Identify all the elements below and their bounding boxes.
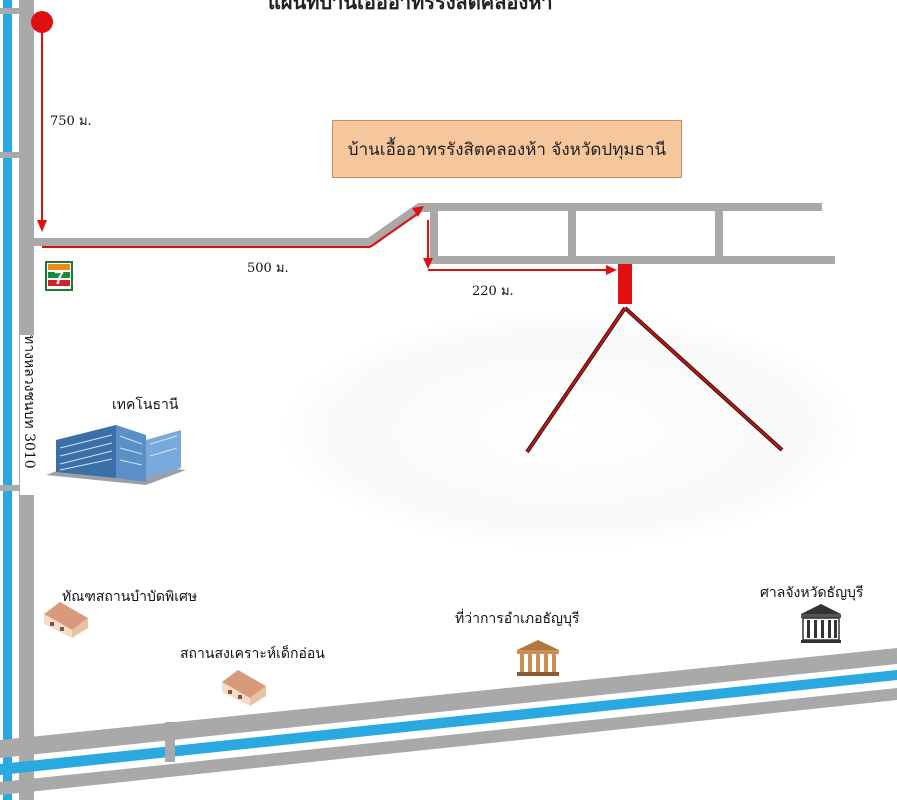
road-bottom-lower — [0, 688, 897, 795]
office-building-icon — [46, 425, 186, 485]
house-icon — [44, 602, 88, 638]
road-bottom — [0, 648, 897, 758]
project-road-top — [430, 203, 822, 211]
place-label-technopolis: เทคโนธานี — [112, 397, 179, 413]
seven-eleven-icon: 7 — [45, 261, 73, 291]
road-tick — [0, 8, 19, 14]
road-access — [34, 203, 436, 246]
map-title: แผนที่บ้านเอื้ออาทรรังสิตคลองห้า — [268, 0, 553, 14]
road-tick — [0, 152, 19, 158]
project-road-divider — [715, 203, 723, 264]
government-building-icon — [517, 640, 559, 676]
distance-label: 500 ม. — [247, 261, 289, 276]
place-label-child-shelter: สถานสงเคราะห์เด็กอ่อน — [180, 646, 325, 662]
route-arrowhead — [423, 258, 433, 269]
route-arrowhead — [37, 220, 47, 232]
canal-bottom — [0, 670, 897, 775]
svg-text:7: 7 — [54, 268, 64, 288]
route-arrowhead — [606, 265, 617, 275]
faded-area — [280, 310, 860, 550]
destination-marker-icon — [618, 264, 632, 304]
distance-label: 220 ม. — [472, 284, 514, 299]
place-label-welfare-home: ทัณฑสถานบำบัดพิเศษ — [62, 589, 198, 605]
place-label-district-office: ที่ว่าการอำเภอธัญบุรี — [455, 611, 580, 627]
pointer-lines — [525, 306, 784, 454]
project-road-divider — [568, 203, 576, 264]
start-marker-icon — [31, 11, 53, 33]
government-building-icon — [801, 604, 841, 643]
road-bridge — [165, 722, 175, 762]
place-label-provincial-court: ศาลจังหวัดธัญบุรี — [760, 585, 864, 601]
project-road-bottom — [430, 256, 835, 264]
canal-vertical — [3, 0, 12, 800]
distance-label: 750 ม. — [50, 114, 92, 129]
house-icon — [222, 670, 266, 706]
road-name-label: ทางหลวงชนบท 3010 — [20, 335, 40, 495]
route-path — [41, 22, 610, 271]
road-tick — [0, 485, 19, 491]
destination-label-box: บ้านเอื้ออาทรรังสิตคลองห้า จังหวัดปทุมธา… — [332, 120, 682, 178]
project-road-divider — [430, 203, 438, 264]
route-arrowhead — [412, 206, 424, 217]
